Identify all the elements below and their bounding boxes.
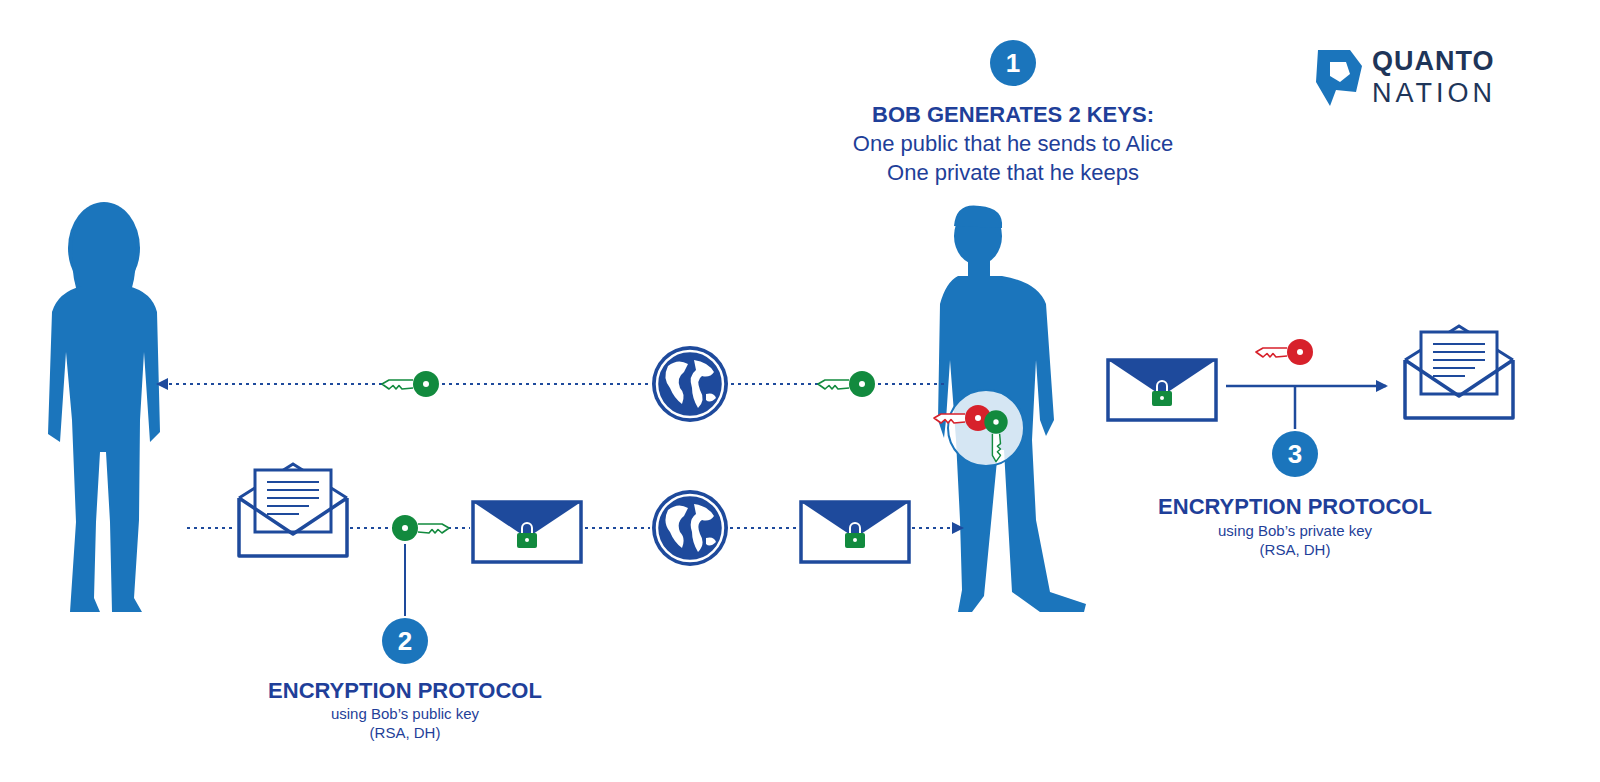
logo-icon xyxy=(1316,50,1362,106)
protocol-heading: ENCRYPTION PROTOCOL xyxy=(268,678,542,704)
key-pair-badge xyxy=(934,390,1024,466)
protocol-text: using Bob’s public key xyxy=(331,705,479,722)
public-key-path xyxy=(158,346,944,422)
step-heading: BOB GENERATES 2 KEYS: xyxy=(872,102,1154,128)
step-text: One public that he sends to Alice xyxy=(853,131,1173,157)
protocol-text: (RSA, DH) xyxy=(1260,541,1331,558)
step-number: 3 xyxy=(1272,431,1318,477)
encrypted-message-path xyxy=(187,464,962,616)
step-number: 2 xyxy=(382,618,428,664)
callout-number: 3 xyxy=(1272,431,1318,477)
protocol-heading: ENCRYPTION PROTOCOL xyxy=(1158,494,1432,520)
decryption-path xyxy=(1108,326,1513,429)
protocol-text: (RSA, DH) xyxy=(370,724,441,741)
logo-text: QUANTO xyxy=(1372,46,1495,77)
protocol-text: using Bob’s private key xyxy=(1218,522,1372,539)
callout-number: 1 xyxy=(990,40,1036,86)
callout-number: 2 xyxy=(382,618,428,664)
step-text: One private that he keeps xyxy=(887,160,1139,186)
step-number: 1 xyxy=(990,40,1036,86)
bob-figure xyxy=(938,205,1086,612)
logo-text: NATION xyxy=(1372,78,1496,109)
alice-figure xyxy=(48,202,160,612)
